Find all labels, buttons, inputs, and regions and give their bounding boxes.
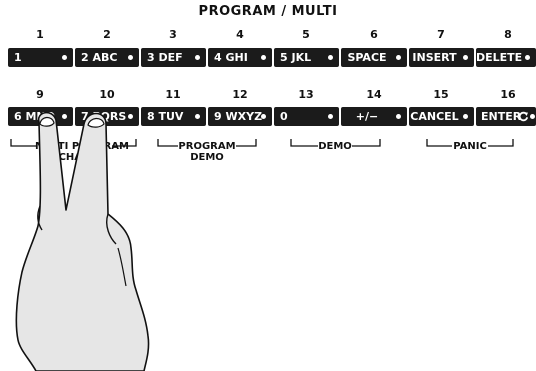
led-indicator [62, 55, 67, 60]
button-number-11: 11 [165, 88, 181, 101]
enter-button-label: ENTER [481, 110, 522, 123]
button-number-4: 4 [236, 28, 244, 41]
button-1-label: 1 [14, 51, 22, 64]
button-number-8: 8 [504, 28, 512, 41]
program-demo-label: PROGRAM DEMO [178, 141, 236, 163]
delete-button-label: DELETE [476, 51, 523, 64]
panic-label: PANIC [453, 141, 487, 152]
button-5-label: 5 JKL [280, 51, 312, 64]
button-8-tuv[interactable]: 8 TUV [141, 107, 206, 126]
led-indicator [261, 55, 266, 60]
led-indicator [128, 55, 133, 60]
rotate-icon [518, 111, 529, 122]
enter-button[interactable]: ENTER [476, 107, 536, 126]
led-indicator [261, 114, 266, 119]
button-2-label: 2 ABC [81, 51, 118, 64]
led-indicator [328, 114, 333, 119]
plus-minus-button-label: +/− [355, 110, 379, 123]
cancel-button-label: CANCEL [410, 110, 459, 123]
button-number-14: 14 [366, 88, 382, 101]
button-number-5: 5 [302, 28, 310, 41]
button-number-16: 16 [500, 88, 516, 101]
button-3-label: 3 DEF [147, 51, 183, 64]
plus-minus-button[interactable]: +/− [341, 107, 407, 126]
button-number-2: 2 [103, 28, 111, 41]
space-button-label: SPACE [347, 51, 387, 64]
led-indicator [128, 114, 133, 119]
led-indicator [396, 55, 401, 60]
button-number-3: 3 [169, 28, 177, 41]
button-2-abc[interactable]: 2 ABC [75, 48, 139, 67]
led-indicator [396, 114, 401, 119]
button-0[interactable]: 0 [274, 107, 339, 126]
button-5-jkl[interactable]: 5 JKL [274, 48, 339, 67]
led-indicator [195, 55, 200, 60]
led-indicator [463, 55, 468, 60]
button-number-15: 15 [433, 88, 449, 101]
button-0-label: 0 [280, 110, 288, 123]
button-4-label: 4 GHI [214, 51, 248, 64]
insert-button-label: INSERT [412, 51, 457, 64]
button-number-13: 13 [298, 88, 314, 101]
button-number-12: 12 [232, 88, 248, 101]
button-1[interactable]: 1 [8, 48, 73, 67]
button-number-10: 10 [99, 88, 115, 101]
led-indicator [328, 55, 333, 60]
button-number-1: 1 [36, 28, 44, 41]
button-number-6: 6 [370, 28, 378, 41]
panel-title: PROGRAM / MULTI [198, 4, 338, 19]
cancel-button[interactable]: CANCEL [409, 107, 474, 126]
led-indicator [463, 114, 468, 119]
demo-label: DEMO [318, 141, 352, 152]
insert-button[interactable]: INSERT [409, 48, 474, 67]
led-indicator [525, 55, 530, 60]
space-button[interactable]: SPACE [341, 48, 407, 67]
delete-button[interactable]: DELETE [476, 48, 536, 67]
led-indicator [62, 114, 67, 119]
led-indicator [195, 114, 200, 119]
button-3-def[interactable]: 3 DEF [141, 48, 206, 67]
button-9-wxyz[interactable]: 9 WXYZ [208, 107, 272, 126]
button-9-label: 9 WXYZ [214, 110, 263, 123]
button-number-7: 7 [437, 28, 445, 41]
button-8-label: 8 TUV [147, 110, 184, 123]
button-4-ghi[interactable]: 4 GHI [208, 48, 272, 67]
button-number-9: 9 [36, 88, 44, 101]
led-indicator [530, 114, 535, 119]
